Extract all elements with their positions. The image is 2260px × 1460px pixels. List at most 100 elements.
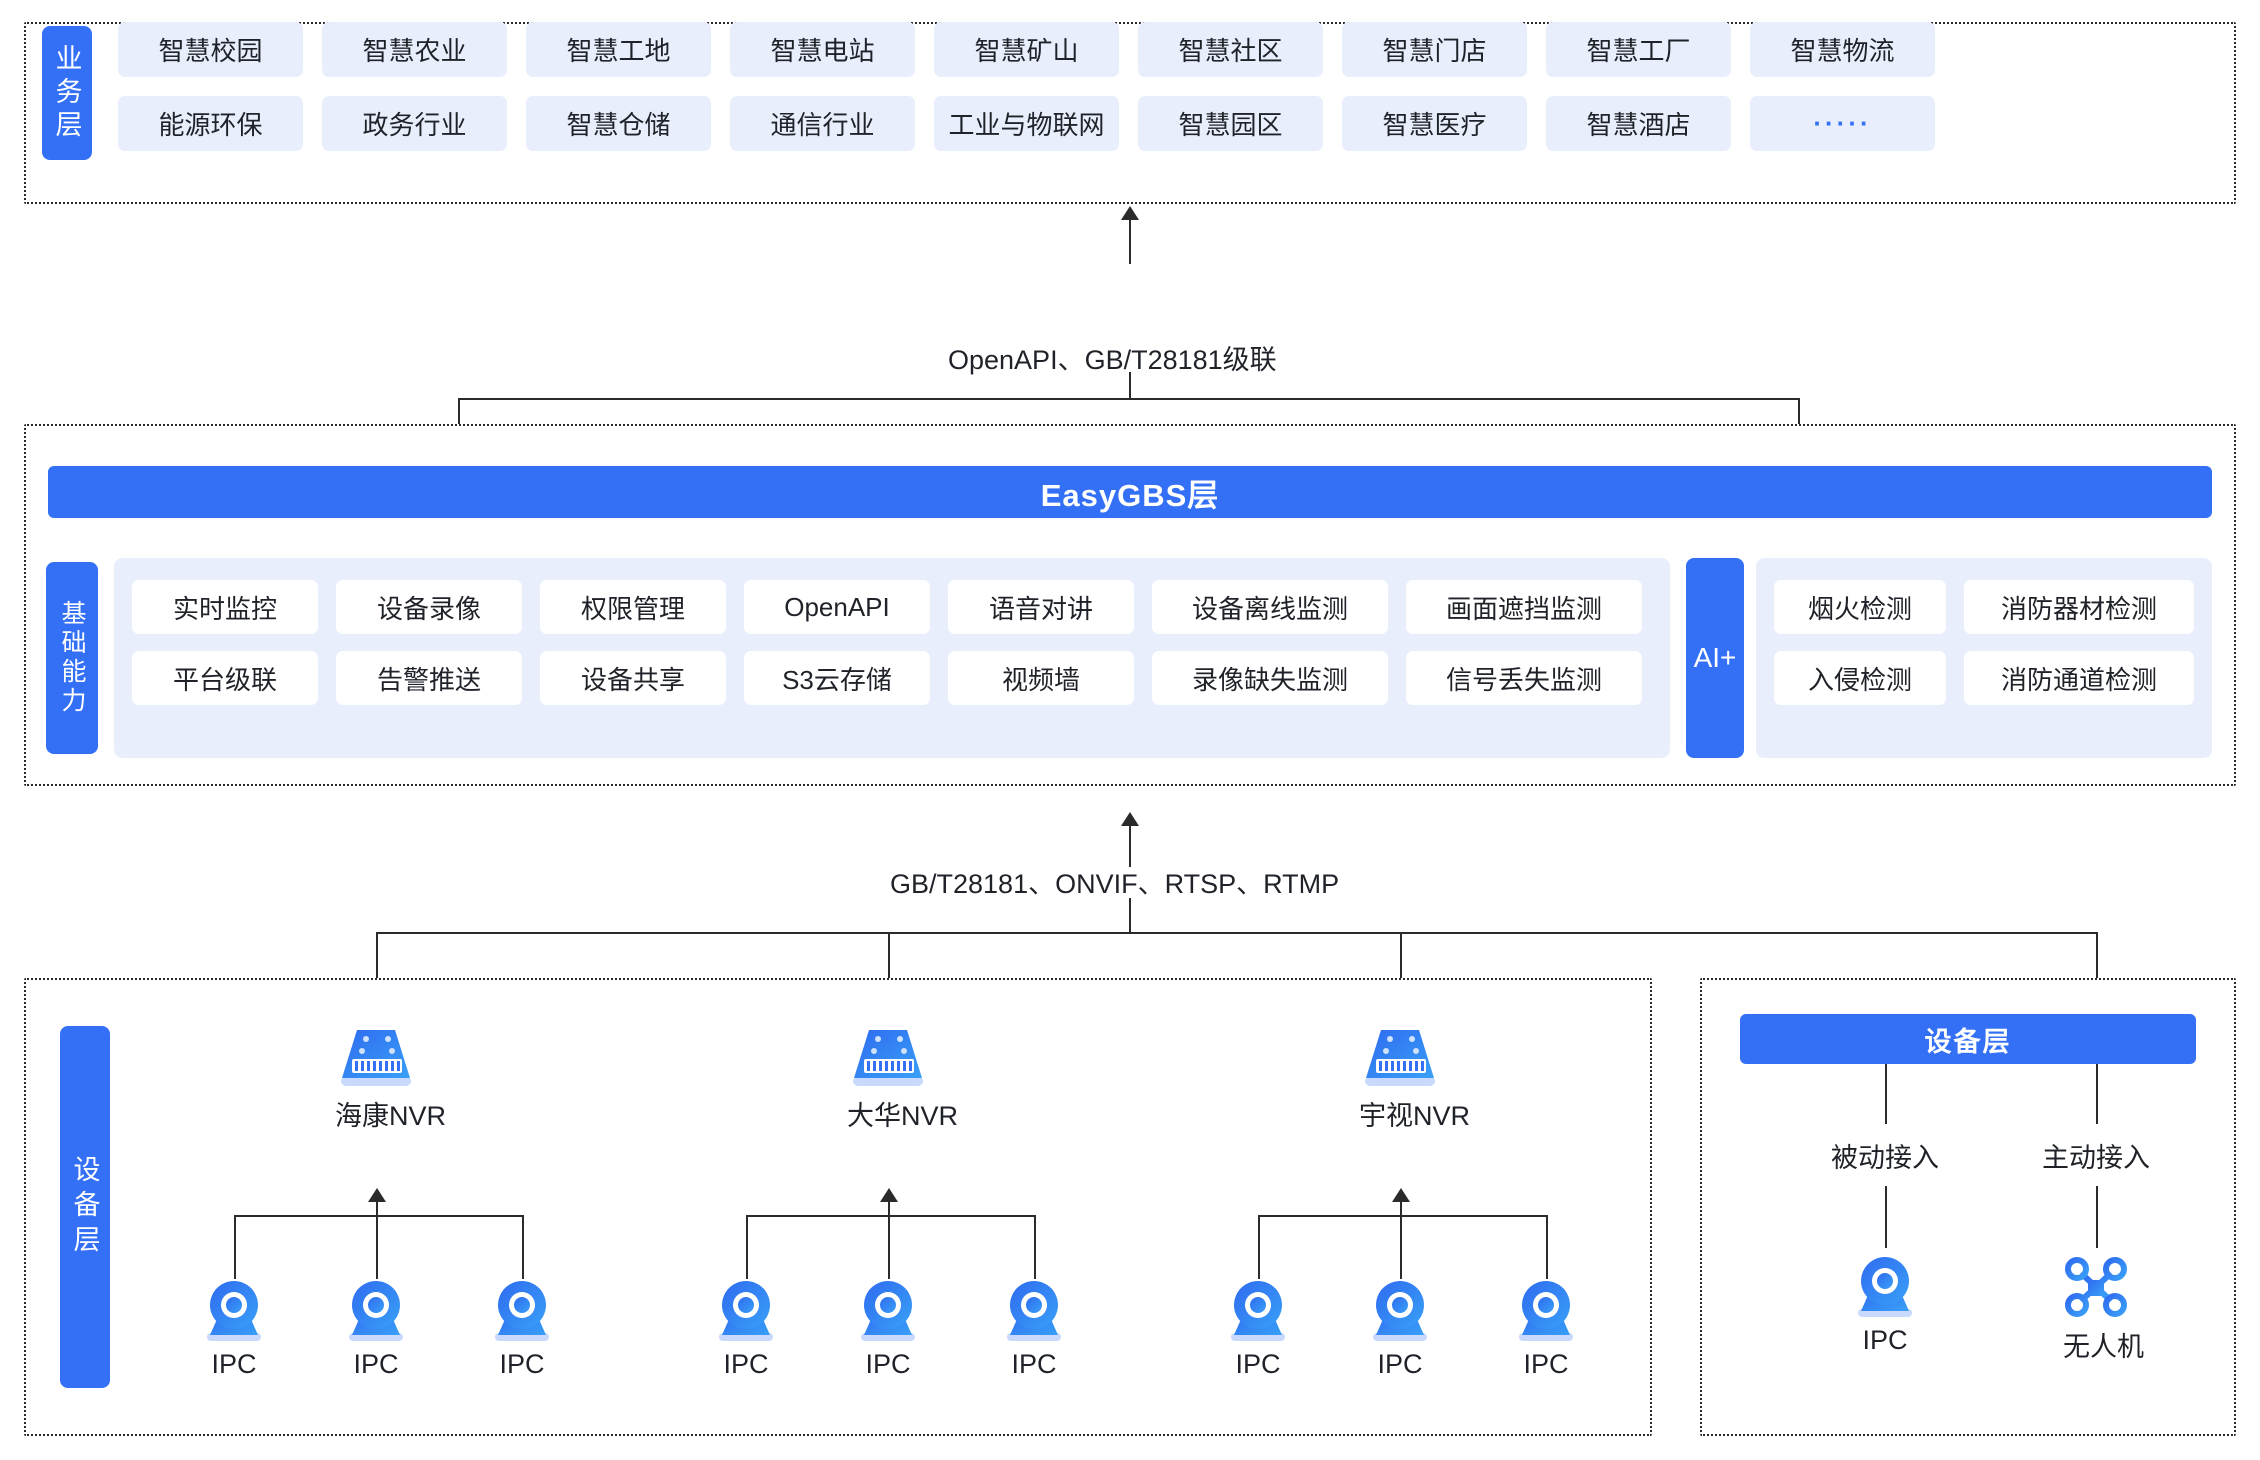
ipc-drop-2b bbox=[888, 1215, 890, 1279]
ai-chip-grid: 烟火检测 消防器材检测 入侵检测 消防通道检测 bbox=[1774, 580, 2194, 705]
camera-icon bbox=[489, 1279, 555, 1343]
business-chip-ellipsis[interactable]: ····· bbox=[1750, 96, 1935, 151]
business-chip[interactable]: 智慧校园 bbox=[118, 22, 303, 77]
capability-side-label: 基础能力 bbox=[46, 562, 98, 754]
camera-icon bbox=[1225, 1279, 1291, 1343]
nvr-label: 宇视NVR bbox=[1359, 1101, 1471, 1131]
ipc-node[interactable]: IPC bbox=[713, 1279, 779, 1380]
capability-chip[interactable]: S3云存储 bbox=[744, 651, 930, 705]
business-chip[interactable]: 智慧社区 bbox=[1138, 22, 1323, 77]
ai-capability-box: 烟火检测 消防器材检测 入侵检测 消防通道检测 bbox=[1756, 558, 2212, 758]
business-chip[interactable]: 智慧仓储 bbox=[526, 96, 711, 151]
nvr-bus-3 bbox=[1258, 1215, 1548, 1217]
nvr-arrow-1 bbox=[368, 1188, 386, 1202]
drone-node[interactable]: 无人机 bbox=[2063, 1255, 2144, 1364]
business-chip[interactable]: 智慧医疗 bbox=[1342, 96, 1527, 151]
ipc-label: IPC bbox=[1377, 1349, 1423, 1379]
business-chip[interactable]: 智慧工地 bbox=[526, 22, 711, 77]
ipc-node-passive[interactable]: IPC bbox=[1852, 1255, 1918, 1356]
ipc-drop-3c bbox=[1546, 1215, 1548, 1279]
capability-chip[interactable]: 信号丢失监测 bbox=[1406, 651, 1642, 705]
ai-chip[interactable]: 烟火检测 bbox=[1774, 580, 1946, 634]
connector-drop-nvr-3 bbox=[1400, 932, 1402, 1020]
business-chip[interactable]: 智慧矿山 bbox=[934, 22, 1119, 77]
nvr-arrow-2 bbox=[880, 1188, 898, 1202]
capability-chip[interactable]: 设备录像 bbox=[336, 580, 522, 634]
capability-chip[interactable]: 权限管理 bbox=[540, 580, 726, 634]
ipc-node[interactable]: IPC bbox=[1001, 1279, 1067, 1380]
business-chip[interactable]: 政务行业 bbox=[322, 96, 507, 151]
nvr-node-3[interactable]: 宇视NVR bbox=[1359, 1026, 1471, 1133]
capability-chip[interactable]: 平台级联 bbox=[132, 651, 318, 705]
ai-chip[interactable]: 消防器材检测 bbox=[1964, 580, 2194, 634]
ipc-drop-1b bbox=[376, 1215, 378, 1279]
branch-label-active: 主动接入 bbox=[2042, 1143, 2150, 1173]
nvr-node-1[interactable]: 海康NVR bbox=[335, 1026, 447, 1133]
business-chip[interactable]: 智慧工厂 bbox=[1546, 22, 1731, 77]
capability-chip[interactable]: 设备离线监测 bbox=[1152, 580, 1388, 634]
connector-arrow-up-top bbox=[1121, 206, 1139, 220]
business-chip[interactable]: 智慧物流 bbox=[1750, 22, 1935, 77]
business-chip[interactable]: 智慧园区 bbox=[1138, 96, 1323, 151]
camera-icon bbox=[1367, 1279, 1433, 1343]
nvr-bus-2 bbox=[746, 1215, 1036, 1217]
ipc-node[interactable]: IPC bbox=[201, 1279, 267, 1380]
camera-icon bbox=[343, 1279, 409, 1343]
branch-stem-passive bbox=[1885, 1064, 1887, 1124]
ipc-drop-3b bbox=[1400, 1215, 1402, 1279]
business-chip[interactable]: 智慧电站 bbox=[730, 22, 915, 77]
business-chip[interactable]: 智慧门店 bbox=[1342, 22, 1527, 77]
business-layer-chip-grid: 智慧校园 智慧农业 智慧工地 智慧电站 智慧矿山 智慧社区 智慧门店 智慧工厂 … bbox=[118, 22, 2230, 151]
capability-chip[interactable]: 告警推送 bbox=[336, 651, 522, 705]
ipc-node[interactable]: IPC bbox=[1367, 1279, 1433, 1380]
nvr-label: 海康NVR bbox=[335, 1101, 447, 1131]
capability-chip[interactable]: 语音对讲 bbox=[948, 580, 1134, 634]
capability-chip[interactable]: 视频墙 bbox=[948, 651, 1134, 705]
connector-label-openapi: OpenAPI、GB/T28181级联 bbox=[948, 345, 1277, 375]
connector-line-bottom-stem bbox=[1129, 825, 1131, 867]
connector-drop-nvr-2 bbox=[888, 932, 890, 1020]
branch-stem-active bbox=[2096, 1064, 2098, 1124]
connector-drop-device-right bbox=[2096, 932, 2098, 1014]
ipc-node[interactable]: IPC bbox=[1225, 1279, 1291, 1380]
business-chip[interactable]: 通信行业 bbox=[730, 96, 915, 151]
camera-icon bbox=[201, 1279, 267, 1343]
branch-stem-passive-lower bbox=[1885, 1186, 1887, 1248]
ipc-label: IPC bbox=[1523, 1349, 1569, 1379]
ai-chip[interactable]: 消防通道检测 bbox=[1964, 651, 2194, 705]
capability-row-2: 平台级联 告警推送 设备共享 S3云存储 视频墙 录像缺失监测 信号丢失监测 bbox=[132, 651, 1642, 705]
nvr-icon bbox=[847, 1026, 929, 1088]
device-layer-right-title: 设备层 bbox=[1740, 1014, 2196, 1064]
ipc-node[interactable]: IPC bbox=[855, 1279, 921, 1380]
ai-plus-label: AI+ bbox=[1686, 558, 1744, 758]
camera-icon bbox=[1001, 1279, 1067, 1343]
connector-arrow-up-bottom bbox=[1121, 812, 1139, 826]
connector-line-bottom-stem-lower bbox=[1129, 898, 1131, 934]
gbs-layer-title: EasyGBS层 bbox=[48, 466, 2212, 518]
capability-chip[interactable]: 设备共享 bbox=[540, 651, 726, 705]
business-chip[interactable]: 智慧酒店 bbox=[1546, 96, 1731, 151]
capability-chip-grid: 实时监控 设备录像 权限管理 OpenAPI 语音对讲 设备离线监测 画面遮挡监… bbox=[132, 580, 1642, 705]
capability-chip[interactable]: 画面遮挡监测 bbox=[1406, 580, 1642, 634]
ipc-node[interactable]: IPC bbox=[489, 1279, 555, 1380]
camera-icon bbox=[713, 1279, 779, 1343]
connector-line-top-stem bbox=[1129, 219, 1131, 264]
connector-bus-bottom bbox=[376, 932, 2098, 934]
connector-bus-top bbox=[458, 398, 1800, 400]
capability-chip[interactable]: OpenAPI bbox=[744, 580, 930, 634]
ipc-label: IPC bbox=[1235, 1349, 1281, 1379]
capability-row-1: 实时监控 设备录像 权限管理 OpenAPI 语音对讲 设备离线监测 画面遮挡监… bbox=[132, 580, 1642, 634]
business-chip[interactable]: 工业与物联网 bbox=[934, 96, 1119, 151]
business-chip[interactable]: 智慧农业 bbox=[322, 22, 507, 77]
capability-chip[interactable]: 实时监控 bbox=[132, 580, 318, 634]
nvr-stem-1 bbox=[376, 1201, 378, 1217]
device-layer-side-label: 设备层 bbox=[60, 1026, 110, 1388]
ipc-node[interactable]: IPC bbox=[1513, 1279, 1579, 1380]
nvr-bus-1 bbox=[234, 1215, 524, 1217]
nvr-node-2[interactable]: 大华NVR bbox=[847, 1026, 958, 1133]
ai-chip[interactable]: 入侵检测 bbox=[1774, 651, 1946, 705]
capability-chip[interactable]: 录像缺失监测 bbox=[1152, 651, 1388, 705]
business-chip[interactable]: 能源环保 bbox=[118, 96, 303, 151]
ipc-node[interactable]: IPC bbox=[343, 1279, 409, 1380]
